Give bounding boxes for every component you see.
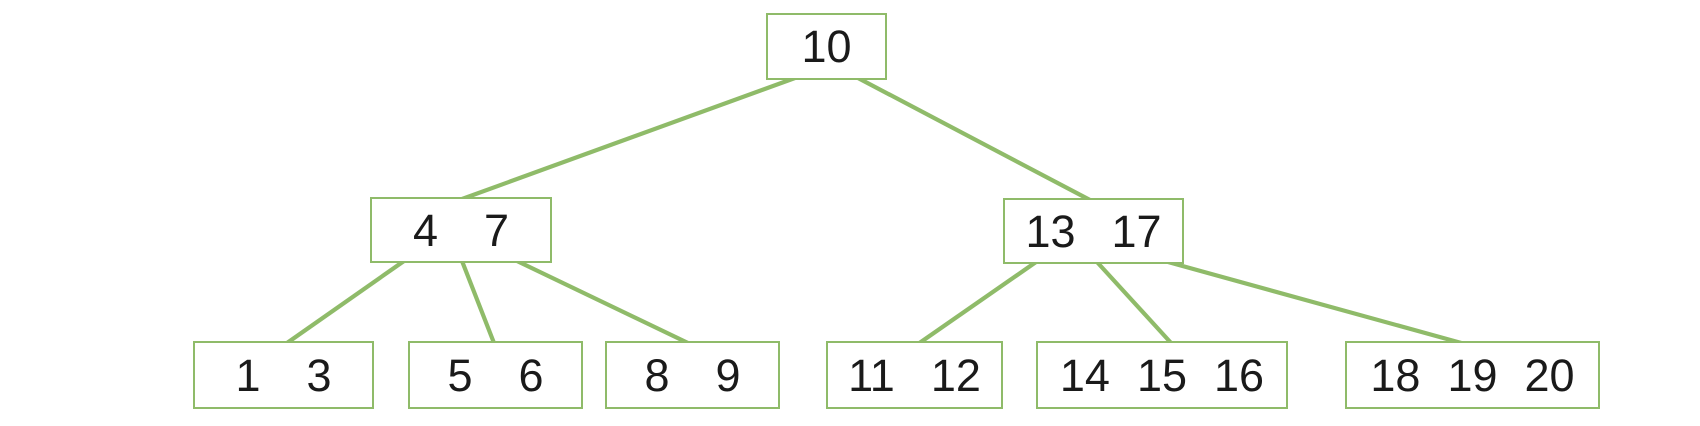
node-key: 1	[235, 349, 261, 401]
node-key: 7	[484, 204, 510, 256]
edge-4-7-to-5-6	[460, 260, 496, 344]
node-key: 4	[412, 204, 438, 256]
node-key: 8	[644, 349, 670, 401]
node-key: 15	[1136, 349, 1188, 401]
node-key: 9	[715, 349, 741, 401]
edge-13-17-to-14-15-16	[1095, 260, 1174, 346]
edge-4-7-to-1-3	[285, 259, 406, 345]
node-key: 10	[801, 21, 852, 72]
node-key: 5	[447, 349, 473, 401]
edge-13-17-to-18-19-20	[1167, 259, 1466, 347]
edge-4-7-to-8-9	[516, 259, 689, 345]
node-key: 3	[306, 349, 332, 401]
node-key: 17	[1111, 205, 1162, 257]
node-key: 16	[1214, 349, 1265, 401]
node-key: 20	[1524, 349, 1575, 401]
edge-10-to-13-17	[857, 76, 1091, 202]
node-key: 13	[1025, 205, 1076, 257]
edge-10-to-4-7	[461, 76, 796, 201]
node-key: 6	[518, 349, 544, 401]
node-key: 19	[1447, 349, 1498, 401]
node-key: 18	[1370, 349, 1421, 401]
edge-13-17-to-11-12	[916, 260, 1038, 346]
node-key: 12	[930, 349, 981, 401]
tree-node-13-17: 13 17	[1003, 198, 1184, 264]
node-key: 14	[1059, 349, 1110, 401]
tree-node-10: 10	[766, 13, 887, 80]
tree-node-11-12: 11 12	[826, 341, 1003, 409]
tree-node-14-15-16: 14 15 16	[1036, 341, 1288, 409]
node-key: 11	[848, 349, 895, 401]
tree-node-18-19-20: 18 19 20	[1345, 341, 1600, 409]
